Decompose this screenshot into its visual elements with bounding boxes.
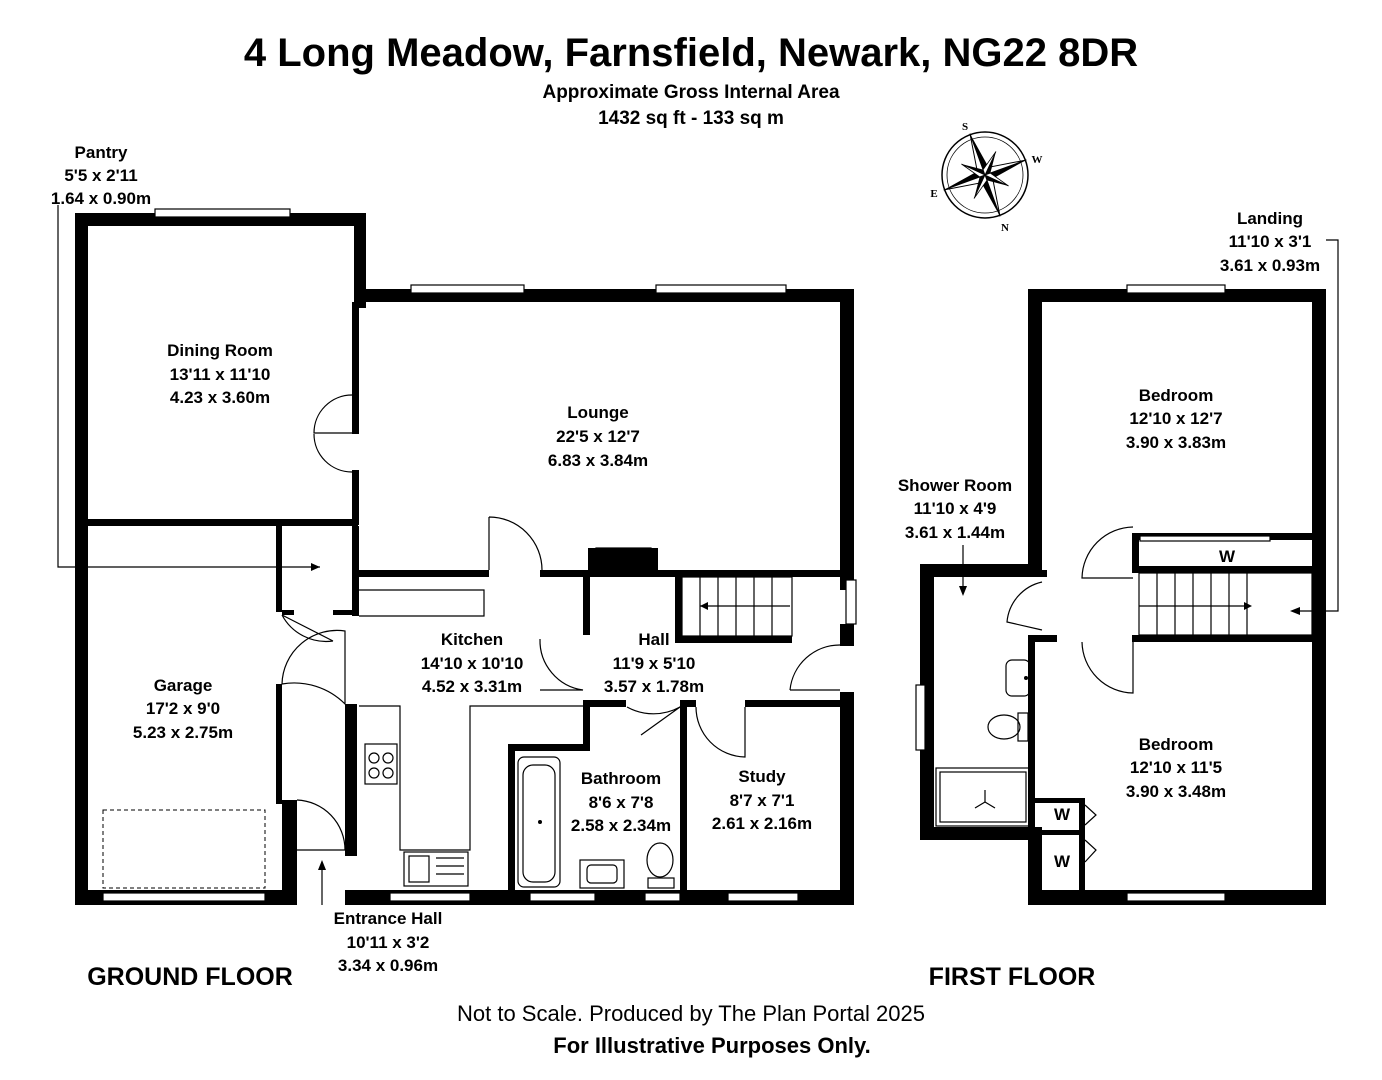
shower-basin-icon	[1005, 659, 1031, 697]
svg-text:5.23 x 2.75m: 5.23 x 2.75m	[133, 723, 233, 742]
svg-text:14'10 x 10'10: 14'10 x 10'10	[421, 654, 524, 673]
area-label: Approximate Gross Internal Area	[542, 82, 839, 103]
svg-text:6.83 x 3.84m: 6.83 x 3.84m	[548, 451, 648, 470]
area-value: 1432 sq ft - 133 sq m	[598, 108, 784, 129]
label-kitchen: Kitchen 14'10 x 10'10 4.52 x 3.31m	[421, 630, 524, 696]
svg-text:Dining Room: Dining Room	[167, 341, 273, 360]
svg-text:4.52 x 3.31m: 4.52 x 3.31m	[422, 677, 522, 696]
hob-icon	[364, 743, 398, 785]
ground-stairs	[681, 576, 793, 637]
svg-text:10'11 x 3'2: 10'11 x 3'2	[347, 933, 430, 952]
label-shower-room: Shower Room 11'10 x 4'9 3.61 x 1.44m	[898, 476, 1012, 542]
svg-text:3.61 x 0.93m: 3.61 x 0.93m	[1220, 256, 1320, 275]
wardrobe-label-3: W	[1054, 852, 1071, 871]
label-study: Study 8'7 x 7'1 2.61 x 2.16m	[712, 767, 812, 833]
svg-text:11'10 x 3'1: 11'10 x 3'1	[1229, 232, 1312, 251]
label-lounge: Lounge 22'5 x 12'7 6.83 x 3.84m	[548, 403, 648, 470]
svg-text:2.58 x 2.34m: 2.58 x 2.34m	[571, 816, 671, 835]
compass-rose-icon: S N E W	[930, 121, 1043, 234]
label-bedroom-2: Bedroom 12'10 x 11'5 3.90 x 3.48m	[1126, 735, 1226, 801]
svg-text:Entrance Hall: Entrance Hall	[334, 909, 443, 928]
svg-text:12'10 x 12'7: 12'10 x 12'7	[1129, 409, 1222, 428]
label-dining-room: Dining Room 13'11 x 11'10 4.23 x 3.60m	[167, 341, 273, 407]
label-entrance-hall: Entrance Hall 10'11 x 3'2 3.34 x 0.96m	[334, 909, 443, 975]
first-floor-title: FIRST FLOOR	[929, 963, 1096, 991]
svg-text:3.90 x 3.48m: 3.90 x 3.48m	[1126, 782, 1226, 801]
svg-text:Pantry: Pantry	[75, 143, 128, 162]
basin-icon	[579, 859, 625, 889]
svg-text:11'9 x 5'10: 11'9 x 5'10	[613, 654, 696, 673]
svg-text:17'2 x 9'0: 17'2 x 9'0	[146, 699, 220, 718]
disclaimer-text: Not to Scale. Produced by The Plan Porta…	[457, 1001, 925, 1026]
svg-text:Bedroom: Bedroom	[1139, 386, 1214, 405]
label-bathroom: Bathroom 8'6 x 7'8 2.58 x 2.34m	[571, 769, 671, 835]
svg-text:2.61 x 2.16m: 2.61 x 2.16m	[712, 814, 812, 833]
wardrobe-label-1: W	[1219, 547, 1236, 566]
compass-south: S	[962, 121, 968, 133]
illustrative-text: For Illustrative Purposes Only.	[553, 1033, 870, 1058]
svg-text:12'10 x 11'5: 12'10 x 11'5	[1130, 758, 1222, 777]
svg-text:Bedroom: Bedroom	[1139, 735, 1214, 754]
svg-text:Shower Room: Shower Room	[898, 476, 1012, 495]
svg-text:4.23 x 3.60m: 4.23 x 3.60m	[170, 388, 270, 407]
svg-text:13'11 x 11'10: 13'11 x 11'10	[170, 365, 271, 384]
label-landing: Landing 11'10 x 3'1 3.61 x 0.93m	[1220, 209, 1320, 275]
first-stairs	[1138, 572, 1313, 636]
svg-text:Study: Study	[738, 767, 786, 786]
compass-west: W	[1032, 154, 1043, 166]
label-hall: Hall 11'9 x 5'10 3.57 x 1.78m	[604, 630, 704, 696]
label-bedroom-1: Bedroom 12'10 x 12'7 3.90 x 3.83m	[1126, 386, 1226, 452]
svg-text:Landing: Landing	[1237, 209, 1303, 228]
svg-text:11'10 x 4'9: 11'10 x 4'9	[914, 499, 997, 518]
svg-text:8'6 x 7'8: 8'6 x 7'8	[589, 793, 654, 812]
shower-toilet-icon	[987, 712, 1029, 742]
bath-icon	[517, 756, 561, 888]
first-floor-plan	[915, 239, 1339, 905]
svg-text:3.61 x 1.44m: 3.61 x 1.44m	[905, 523, 1005, 542]
svg-text:1.64 x 0.90m: 1.64 x 0.90m	[51, 189, 151, 208]
wardrobe-label-2: W	[1054, 805, 1071, 824]
svg-text:Bathroom: Bathroom	[581, 769, 661, 788]
svg-text:Hall: Hall	[638, 630, 669, 649]
svg-text:22'5 x 12'7: 22'5 x 12'7	[556, 427, 640, 446]
address-title: 4 Long Meadow, Farnsfield, Newark, NG22 …	[244, 31, 1138, 75]
toilet-icon	[646, 842, 675, 889]
svg-text:3.57 x 1.78m: 3.57 x 1.78m	[604, 677, 704, 696]
shower-tray-icon	[935, 767, 1031, 827]
ground-floor-plan	[57, 205, 857, 905]
sink-icon	[403, 851, 469, 887]
svg-text:3.90 x 3.83m: 3.90 x 3.83m	[1126, 433, 1226, 452]
ground-floor-title: GROUND FLOOR	[87, 963, 293, 991]
svg-text:Kitchen: Kitchen	[441, 630, 503, 649]
compass-east: E	[930, 188, 937, 200]
svg-text:Lounge: Lounge	[567, 403, 628, 422]
svg-text:3.34 x 0.96m: 3.34 x 0.96m	[338, 956, 438, 975]
compass-north: N	[1001, 222, 1009, 234]
label-garage: Garage 17'2 x 9'0 5.23 x 2.75m	[133, 676, 233, 742]
label-pantry: Pantry 5'5 x 2'11 1.64 x 0.90m	[51, 143, 151, 208]
svg-text:Garage: Garage	[154, 676, 213, 695]
svg-text:5'5 x 2'11: 5'5 x 2'11	[64, 166, 137, 185]
svg-text:8'7 x 7'1: 8'7 x 7'1	[730, 791, 795, 810]
